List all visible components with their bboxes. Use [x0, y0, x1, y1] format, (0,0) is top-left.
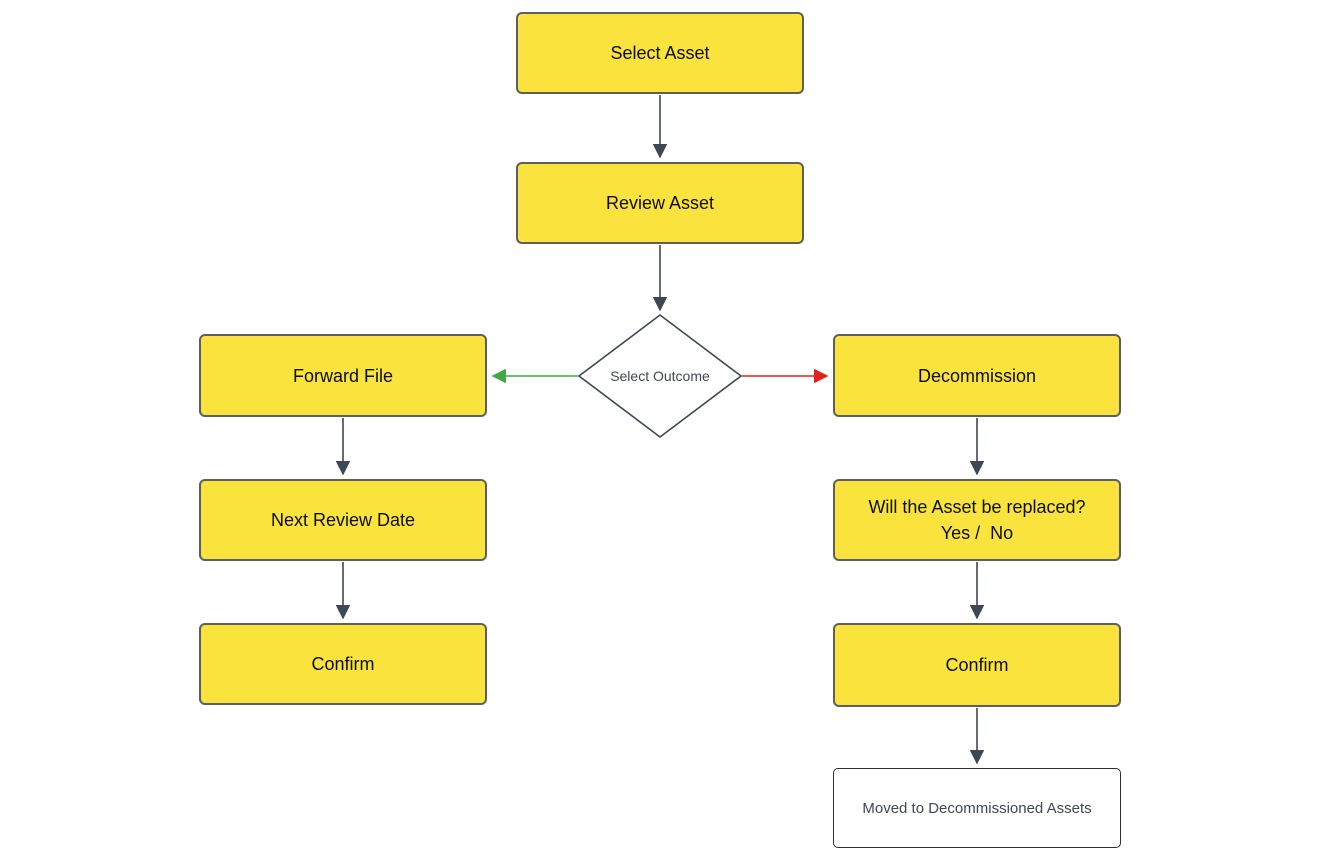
node-moved-to-decommissioned-assets[interactable]: Moved to Decommissioned Assets [833, 768, 1121, 848]
node-review-asset[interactable]: Review Asset [516, 162, 804, 244]
node-review-asset-label: Review Asset [605, 193, 715, 213]
node-forward-file[interactable]: Forward File [199, 334, 487, 417]
node-confirm-left[interactable]: Confirm [199, 623, 487, 705]
node-will-asset-be-replaced-line1: Will the Asset be replaced? [868, 497, 1086, 517]
node-select-asset-label: Select Asset [610, 43, 710, 63]
node-will-asset-be-replaced[interactable]: Will the Asset be replaced? Yes / No [833, 479, 1121, 561]
node-next-review-date[interactable]: Next Review Date [199, 479, 487, 561]
node-confirm-right[interactable]: Confirm [833, 623, 1121, 707]
node-moved-to-decommissioned-assets-label: Moved to Decommissioned Assets [862, 799, 1092, 817]
node-next-review-date-label: Next Review Date [270, 510, 416, 530]
node-will-asset-be-replaced-line2: Yes / No [940, 523, 1014, 543]
node-decommission-label: Decommission [917, 365, 1037, 386]
node-confirm-left-label: Confirm [311, 654, 375, 674]
node-select-asset[interactable]: Select Asset [516, 12, 804, 94]
node-decommission[interactable]: Decommission [833, 334, 1121, 417]
node-select-outcome[interactable]: Select Outcome [576, 312, 744, 440]
node-confirm-right-label: Confirm [945, 655, 1009, 675]
node-select-outcome-label: Select Outcome [610, 368, 710, 384]
node-forward-file-label: Forward File [292, 365, 394, 386]
decision-diamond-shape [577, 313, 743, 439]
